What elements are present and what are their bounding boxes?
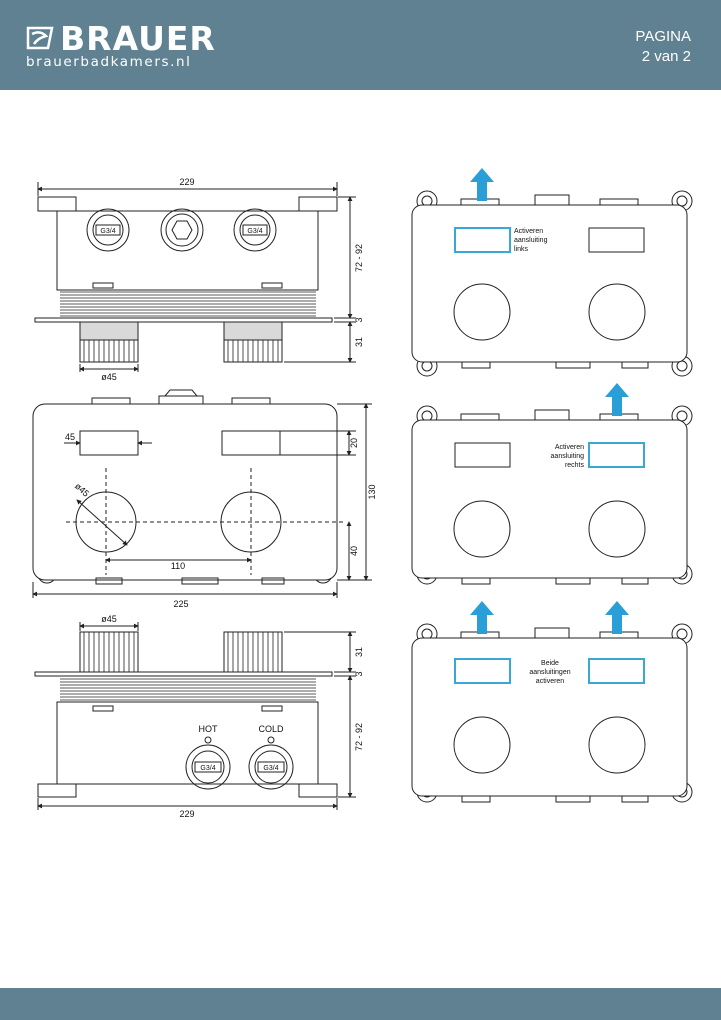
arrow-up-icon <box>605 601 629 634</box>
brand-url: brauerbadkamers.nl <box>26 54 192 70</box>
front-knob-offset-label: 40 <box>349 546 359 556</box>
bottom-inlet-left-label: G3/4 <box>200 765 215 772</box>
top-outlet-left: G3/4 <box>86 208 130 252</box>
top-height-label: 72 - 92 <box>354 244 364 272</box>
top-knob-right <box>223 321 283 363</box>
panel-activate-left: Activeren aansluiting links <box>411 168 693 377</box>
panel1-note-line1: Activeren <box>514 228 543 235</box>
bottom-inlet-right: G3/4 <box>248 744 294 790</box>
page-header: BRAUER brauerbadkamers.nl PAGINA 2 van 2 <box>0 0 721 90</box>
panel3-window-left-active <box>454 658 511 684</box>
arrow-up-icon <box>470 601 494 634</box>
bottom-inlet-right-label: G3/4 <box>263 765 278 772</box>
front-window-height-label: 20 <box>349 438 359 448</box>
front-width-label: 225 <box>173 599 188 609</box>
bottom-knob-height-label: 31 <box>354 647 364 657</box>
panel1-window-right <box>588 227 645 253</box>
panel2-note-line2: aansluiting <box>551 453 585 460</box>
page-title: PAGINA <box>635 28 691 45</box>
brand-name: BRAUER <box>60 19 216 58</box>
bottom-height-label: 72 - 92 <box>354 723 364 751</box>
arrow-up-icon <box>470 168 494 201</box>
top-outlet-right: G3/4 <box>233 208 277 252</box>
bottom-width-label: 229 <box>179 809 194 819</box>
page-indicator: PAGINA 2 van 2 <box>635 27 691 67</box>
page-number: 2 van 2 <box>641 48 691 65</box>
panel2-window-right-active <box>588 442 645 468</box>
arrow-up-icon <box>605 383 629 416</box>
front-knob-spacing-label: 110 <box>171 561 185 571</box>
top-view: 229 G3/4 G3/4 <box>34 177 364 382</box>
front-height-label: 130 <box>367 484 377 499</box>
top-center-nut <box>160 208 204 252</box>
bottom-plate-label: 3 <box>354 671 364 676</box>
panel2-window-left <box>454 442 511 468</box>
panel1-note-line2: aansluiting <box>514 237 548 244</box>
panel-activate-right: Activeren aansluiting rechts <box>411 383 693 585</box>
top-knob-height-label: 31 <box>354 337 364 347</box>
panel3-window-right-active <box>588 658 645 684</box>
panel2-note-line3: rechts <box>565 462 585 469</box>
page-footer <box>0 988 721 1020</box>
panel3-note-line1: Beide <box>541 660 559 667</box>
panel-activate-both: Beide aansluitingen activeren <box>411 601 693 803</box>
panel1-window-left-active <box>454 227 511 253</box>
bottom-knob-right <box>223 631 283 673</box>
bottom-knob-diameter-label: ø45 <box>101 614 117 624</box>
bottom-view: ø45 HOT <box>34 614 364 819</box>
bottom-inlet-left: G3/4 <box>185 744 231 790</box>
top-knob-left <box>79 321 139 363</box>
front-window-width-label: 45 <box>65 432 75 442</box>
top-plate-label: 3 <box>354 317 364 322</box>
top-outlet-right-label: G3/4 <box>247 228 262 235</box>
cold-label: COLD <box>258 724 284 734</box>
hot-label: HOT <box>199 724 219 734</box>
top-outlet-left-label: G3/4 <box>100 228 115 235</box>
top-knob-diameter-label: ø45 <box>101 372 117 382</box>
panel3-note-line3: activeren <box>536 678 565 685</box>
panel2-note-line1: Activeren <box>555 444 584 451</box>
front-view: 45 20 ø45 110 130 40 225 <box>32 389 377 609</box>
brauer-logo-icon <box>26 26 54 50</box>
bottom-knob-left <box>79 631 139 673</box>
panel3-note-line2: aansluitingen <box>529 669 570 676</box>
technical-drawing: 229 G3/4 G3/4 <box>32 168 693 819</box>
top-width-label: 229 <box>179 177 194 187</box>
panel1-note-line3: links <box>514 246 529 253</box>
